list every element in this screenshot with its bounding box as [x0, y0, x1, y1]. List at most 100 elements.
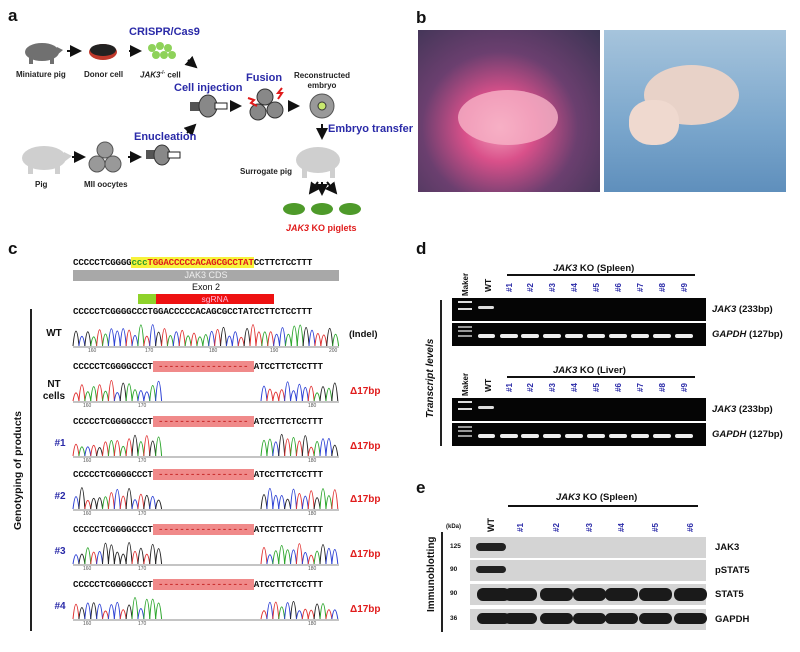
chromatogram-peak — [84, 446, 92, 457]
marker-band — [458, 435, 472, 437]
wt-lane-label: WT — [483, 378, 493, 392]
chromatogram-tick: 160 — [88, 348, 97, 354]
chromatogram-peak — [278, 389, 286, 402]
chromatogram-peak — [72, 603, 80, 620]
gapdh-band — [653, 334, 671, 338]
chromatogram-peak — [260, 385, 268, 402]
chromatogram-peak — [273, 333, 281, 347]
gapdh-band — [478, 434, 495, 438]
chromatogram-tick: 180 — [308, 458, 317, 464]
band-gene: JAK3 — [712, 304, 737, 315]
chromatogram-peak — [266, 438, 274, 457]
chromatogram — [72, 542, 339, 566]
e-lane-label: #5 — [651, 523, 660, 532]
chromatogram-peak — [137, 493, 145, 510]
gel-gapdh — [452, 323, 706, 346]
chromatogram-peak — [331, 609, 339, 620]
gapdh-band — [543, 434, 561, 438]
gapdh-band — [631, 434, 649, 438]
chromatogram-tick: 180 — [308, 566, 317, 572]
chromatogram-peak — [78, 553, 86, 565]
chromatogram-peak — [325, 495, 333, 510]
lane-label: #9 — [680, 283, 689, 292]
mii-oocytes-label: MII oocytes — [84, 180, 128, 189]
protein-band — [504, 613, 537, 624]
band-label: GAPDH (127bp) — [712, 329, 783, 340]
wt-band — [476, 566, 506, 573]
gapdh-band — [609, 334, 627, 338]
blot-gapdh — [470, 609, 707, 630]
sequence-right: ATCCTTCTCCTTT — [253, 469, 323, 480]
jak3-cell-suffix: cell — [165, 70, 181, 80]
chromatogram-peak — [107, 544, 115, 565]
marker-band — [458, 326, 472, 328]
chromatogram-peak — [84, 331, 92, 347]
chromatogram-tick: 160 — [83, 566, 92, 572]
fusion-label: Fusion — [246, 72, 283, 84]
blot-label: GAPDH — [715, 614, 750, 625]
sample-label: #1 — [54, 438, 66, 449]
band-label: GAPDH (127bp) — [712, 429, 783, 440]
chromatogram-peak — [149, 598, 157, 620]
sample-label: #3 — [54, 546, 66, 557]
chromatogram-peak — [184, 335, 192, 347]
protein-band — [605, 588, 638, 601]
chromatogram-peak — [290, 549, 297, 565]
exon-label: Exon 2 — [191, 282, 221, 292]
chromatogram-peak — [96, 447, 104, 457]
gapdh-band — [653, 434, 671, 438]
chromatogram-peak — [102, 441, 109, 457]
genotyping-axis-label: Genotyping of products — [12, 411, 24, 530]
chromatogram-peak — [172, 331, 180, 347]
surrogate-pig-icon — [296, 147, 340, 178]
chromatogram-tick: 180 — [209, 348, 218, 354]
protein-band — [477, 613, 510, 624]
panel-e-label: e — [416, 478, 426, 497]
chromatogram-peak — [125, 604, 133, 620]
lane-label: #2 — [526, 383, 535, 392]
lane-label: #1 — [505, 283, 514, 292]
marker-band — [458, 430, 472, 432]
indel-label: Δ17bp — [350, 604, 381, 615]
marker-band — [458, 401, 472, 403]
protein-band — [477, 588, 510, 601]
chromatogram-peak — [113, 330, 121, 347]
enucleation-label: Enucleation — [134, 131, 197, 143]
band-label: JAK3 (233bp) — [712, 404, 773, 415]
chromatogram-peak — [325, 387, 333, 402]
d-header-suffix: KO (Spleen) — [577, 263, 635, 274]
chromatogram-peak — [84, 547, 92, 565]
protein-band — [540, 588, 573, 601]
chromatogram-peak — [290, 600, 297, 620]
indel-label: Δ17bp — [350, 549, 381, 560]
chromatogram-peak — [278, 606, 286, 620]
e-lane-label: #6 — [686, 523, 695, 532]
jak3-ko-piglets-icon — [283, 203, 361, 215]
blot-label: STAT5 — [715, 589, 744, 600]
gel-jak3 — [452, 398, 706, 421]
chromatogram-peak — [272, 494, 280, 510]
chromatogram-peak — [290, 325, 298, 347]
chromatogram-peak — [125, 487, 133, 510]
surrogate-pig-label: Surrogate pig — [240, 167, 293, 176]
chromatogram-peak — [113, 440, 121, 457]
chromatogram-peak — [290, 390, 297, 402]
chromatogram-tick: 160 — [83, 511, 92, 517]
lane-label: #1 — [505, 383, 514, 392]
band-gene: JAK3 — [712, 404, 737, 415]
protein-band — [605, 613, 638, 624]
chromatogram-peak — [266, 388, 274, 402]
immunoblot-axis-label: Immunoblotting — [426, 536, 437, 612]
chromatogram-peak — [119, 609, 127, 620]
chromatogram-peak — [155, 548, 163, 565]
chromatogram-peak — [90, 336, 98, 347]
marker-band — [458, 426, 472, 428]
schematic-graphics — [22, 42, 361, 215]
chromatogram-peak — [319, 438, 327, 457]
gapdh-band — [565, 334, 583, 338]
wt-lane-label: WT — [483, 278, 493, 292]
chromatogram-peak — [220, 326, 227, 347]
chromatogram-peak — [161, 328, 168, 347]
chromatogram-peak — [272, 391, 280, 402]
chromatogram-peak — [78, 446, 86, 457]
